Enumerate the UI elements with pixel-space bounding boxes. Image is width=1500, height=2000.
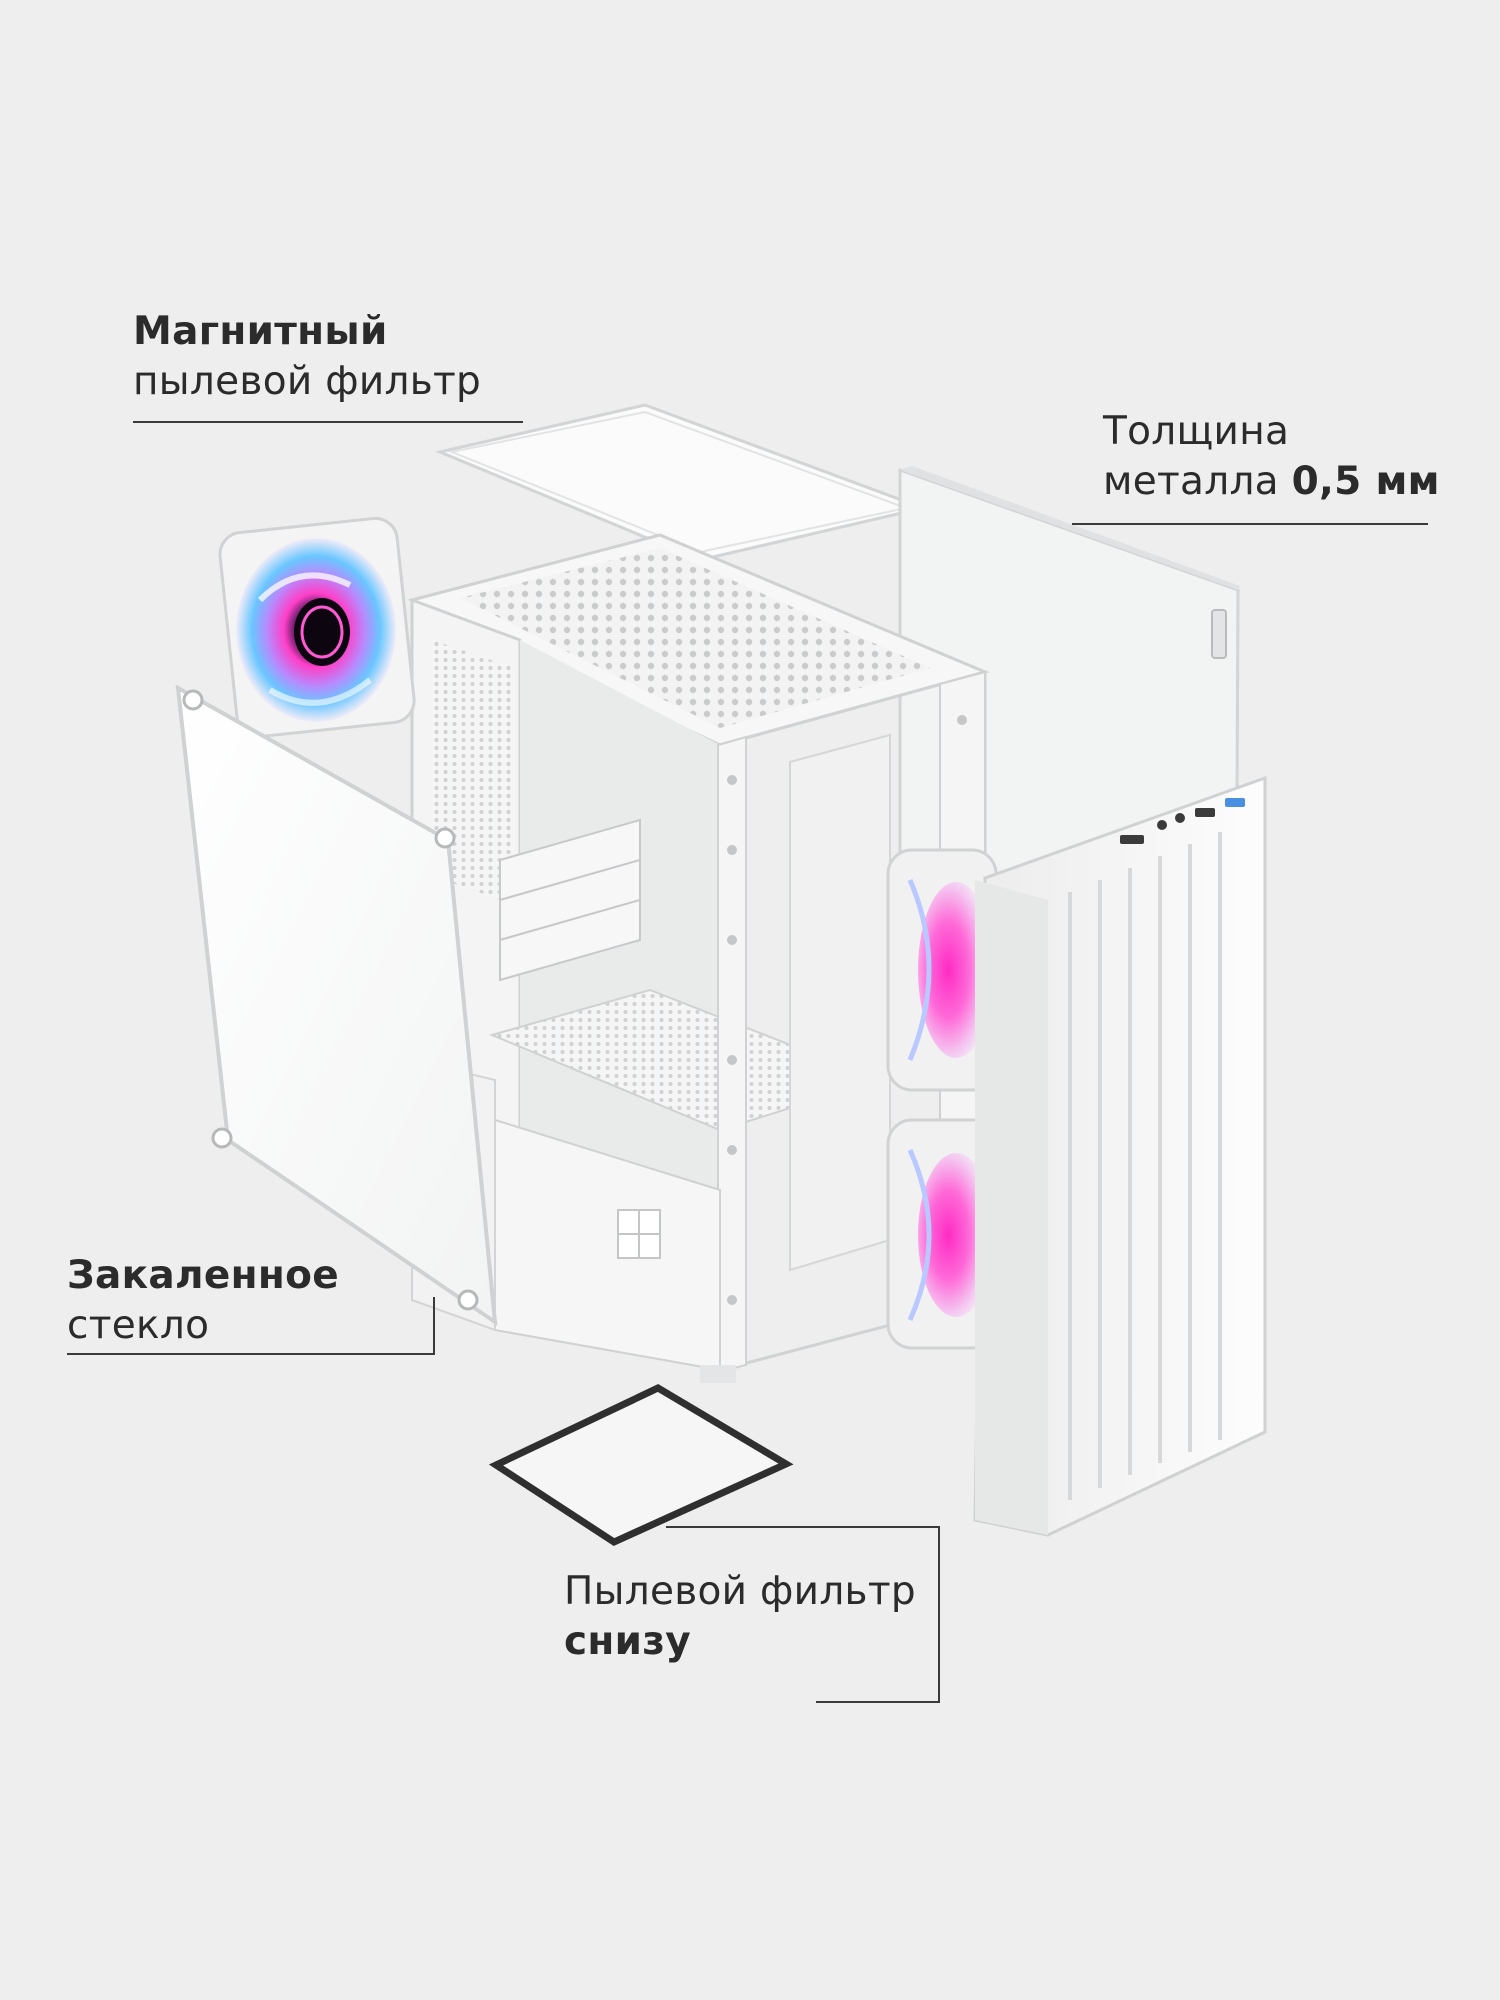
top-filter-callout-line bbox=[133, 421, 523, 423]
metal-label-line1: Толщина bbox=[1103, 409, 1290, 454]
tempered-glass-label: Закаленное стекло bbox=[67, 1251, 339, 1351]
metal-thickness-label: Толщина металла 0,5 мм bbox=[1103, 407, 1440, 507]
front-io-ports bbox=[1120, 798, 1245, 844]
glass-label-bold: Закаленное bbox=[67, 1253, 339, 1298]
bottom-filter-label-bold: снизу bbox=[564, 1619, 691, 1664]
bottom-filter-callout-line-v bbox=[938, 1526, 940, 1703]
glass-callout-line-h bbox=[67, 1353, 435, 1355]
glass-callout-line-v bbox=[433, 1297, 435, 1355]
top-filter-label: Магнитный пылевой фильтр bbox=[133, 307, 481, 407]
top-filter-label-regular: пылевой фильтр bbox=[133, 359, 482, 404]
pcie-slots bbox=[499, 818, 641, 982]
top-filter-label-bold: Магнитный bbox=[133, 309, 388, 354]
bottom-filter-label: Пылевой фильтр снизу bbox=[564, 1567, 916, 1667]
metal-label-line2-regular: металла bbox=[1103, 459, 1279, 504]
metal-label-line2-bold: 0,5 мм bbox=[1291, 459, 1440, 504]
bottom-filter-callout-line-bottom bbox=[816, 1701, 940, 1703]
bottom-dust-filter bbox=[488, 1384, 794, 1546]
bottom-filter-callout-line-top bbox=[666, 1526, 940, 1528]
glass-label-regular: стекло bbox=[67, 1303, 210, 1348]
metal-callout-line bbox=[1072, 523, 1428, 525]
tempered-glass-panel bbox=[175, 684, 498, 1327]
rear-rgb-fan bbox=[218, 516, 416, 739]
front-panel bbox=[973, 775, 1267, 1537]
top-dust-filter bbox=[435, 403, 929, 562]
bottom-filter-label-regular: Пылевой фильтр bbox=[564, 1569, 916, 1614]
brand-logo-icon bbox=[617, 1209, 661, 1259]
